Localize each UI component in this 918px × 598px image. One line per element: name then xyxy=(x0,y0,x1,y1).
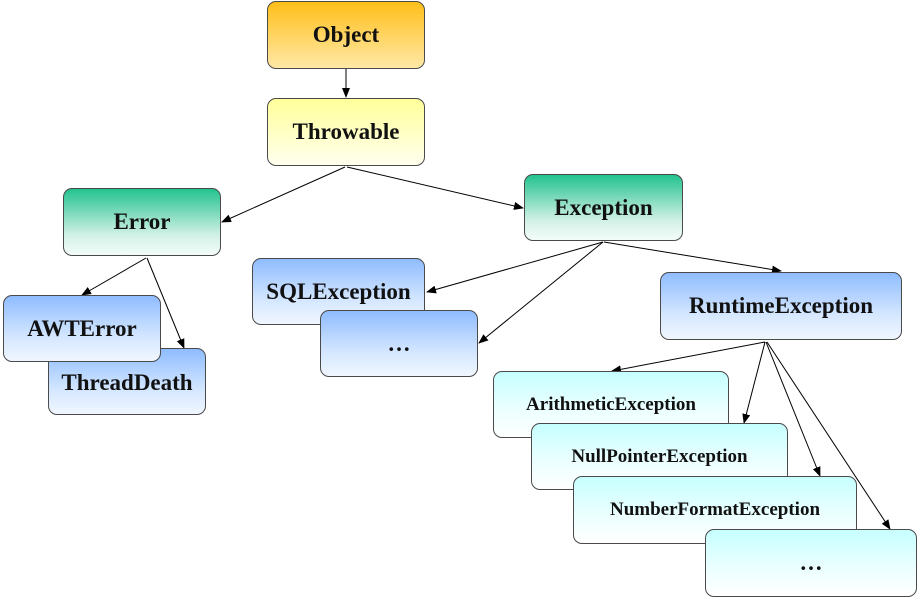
edge-exception-sqlexception xyxy=(426,241,604,294)
edge-exception-runtimeexception xyxy=(603,241,782,274)
runtime-more-node: … xyxy=(705,529,917,597)
edge-error-awterror xyxy=(81,257,147,296)
awterror-node: AWTError xyxy=(3,295,161,362)
edge-throwable-error xyxy=(221,166,346,223)
edge-runtime-nullpointer xyxy=(742,341,766,424)
runtimeexception-node: RuntimeException xyxy=(660,272,902,340)
throwable-node: Throwable xyxy=(267,98,425,166)
error-node: Error xyxy=(63,188,221,256)
numberformat-exception-node: NumberFormatException xyxy=(573,476,857,544)
edge-error-threaddeath xyxy=(146,257,185,349)
exception-node: Exception xyxy=(524,174,683,241)
edge-exception-more xyxy=(478,241,604,344)
edge-runtime-more xyxy=(766,341,891,530)
object-node: Object xyxy=(267,1,425,69)
edge-runtime-arithmetic xyxy=(611,341,766,374)
edge-runtime-numberformat xyxy=(765,341,821,477)
exception-more-node: … xyxy=(320,310,478,377)
edge-throwable-exception xyxy=(346,166,524,210)
